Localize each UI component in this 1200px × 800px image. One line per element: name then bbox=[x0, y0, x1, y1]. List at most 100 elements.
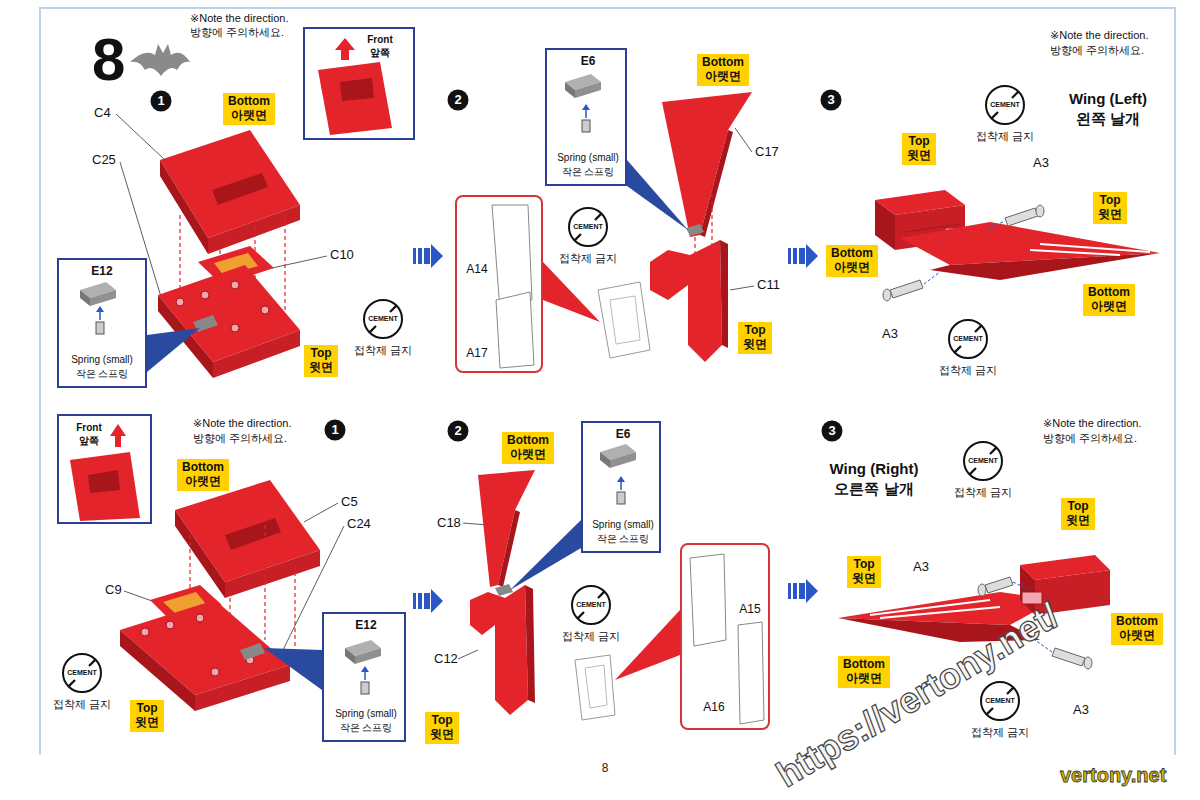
part-c17-c11 bbox=[543, 262, 600, 322]
right-wing bbox=[880, 607, 1000, 618]
face-tag: Bottom아랫면 bbox=[826, 245, 878, 277]
no-cement-symbol: CEMENT접착제 금지 bbox=[44, 652, 120, 716]
part-c5-c24 bbox=[141, 628, 149, 636]
no-cement-slash bbox=[1007, 688, 1013, 694]
direction-note: 방향에 주의하세요. bbox=[1050, 44, 1144, 57]
detail-inset: E12Spring (small)작은 스프링 bbox=[57, 258, 147, 388]
part-caption: 앞쪽 bbox=[79, 435, 99, 447]
part-c4-c25 bbox=[208, 205, 300, 254]
part-number: Front bbox=[76, 422, 102, 434]
part-number: A3 bbox=[1033, 156, 1049, 171]
face-label: Bottom bbox=[831, 247, 873, 261]
detail-inset: Front앞쪽 bbox=[303, 27, 415, 140]
cement-warning: 접착제 금지 bbox=[954, 486, 1012, 499]
substep-number: 3 bbox=[828, 423, 835, 439]
front-inset-part bbox=[110, 424, 126, 447]
part-number: A3 bbox=[1073, 703, 1089, 718]
no-cement-slash bbox=[987, 708, 993, 714]
no-cement-symbol: CEMENT접착제 금지 bbox=[967, 84, 1043, 148]
step-number: 8 bbox=[92, 30, 125, 90]
part-c4-c25 bbox=[201, 291, 209, 299]
part-c17-c11 bbox=[700, 130, 733, 237]
cement-word: CEMENT bbox=[985, 697, 1015, 705]
part-caption: 작은 스프링 bbox=[76, 368, 129, 380]
face-label: Top bbox=[430, 714, 454, 728]
part-number: C11 bbox=[757, 278, 780, 293]
part-c5-c24 bbox=[120, 630, 195, 711]
flow-arrow bbox=[431, 244, 443, 268]
front-inset-part bbox=[318, 62, 392, 135]
leader-line bbox=[272, 256, 327, 268]
spring-part bbox=[90, 290, 116, 306]
part-c4-c25 bbox=[176, 281, 269, 332]
part-number: A3 bbox=[913, 560, 929, 575]
face-label: Bottom bbox=[182, 461, 224, 475]
spring-part bbox=[582, 120, 590, 132]
part-c17-c11 bbox=[496, 292, 534, 368]
flow-arrow bbox=[418, 248, 422, 264]
cement-word: CEMENT bbox=[990, 101, 1020, 109]
direction-note: 방향에 주의하세요. bbox=[190, 26, 284, 39]
wing-title: Wing (Right) bbox=[830, 460, 919, 477]
part-number: A14 bbox=[466, 263, 487, 277]
part-number: C18 bbox=[437, 516, 461, 531]
part-c5-c24 bbox=[211, 668, 219, 676]
part-number: C24 bbox=[347, 517, 371, 532]
no-cement-circle bbox=[964, 442, 1002, 480]
face-tag: Bottom아랫면 bbox=[502, 432, 554, 464]
left-wing bbox=[875, 200, 895, 250]
face-tag: Top윗면 bbox=[738, 322, 772, 354]
face-tag: Top윗면 bbox=[304, 345, 338, 377]
step-badge bbox=[325, 420, 346, 441]
part-c5-c24 bbox=[240, 643, 265, 660]
part-number: E6 bbox=[616, 428, 631, 442]
front-inset-part bbox=[335, 38, 355, 60]
part-c18-c12 bbox=[585, 665, 607, 708]
direction-note: ※Note the direction. bbox=[190, 12, 289, 25]
part-c4-c25 bbox=[261, 306, 269, 314]
detail-inset: E6Spring (small)작은 스프링 bbox=[581, 421, 661, 553]
bat-emblem bbox=[130, 44, 190, 76]
cement-warning: 접착제 금지 bbox=[971, 726, 1029, 739]
leader-line bbox=[116, 114, 754, 659]
face-label: 아랫면 bbox=[843, 672, 885, 686]
no-cement-slash bbox=[69, 680, 75, 686]
part-c17-c11 bbox=[610, 296, 640, 344]
part-c18-c12 bbox=[510, 520, 581, 590]
face-label: 아랫면 bbox=[1088, 300, 1130, 314]
face-label: 아랫면 bbox=[1116, 629, 1158, 643]
face-label: Bottom bbox=[1116, 615, 1158, 629]
direction-note: ※Note the direction. bbox=[193, 417, 292, 430]
cement-word: CEMENT bbox=[368, 315, 398, 323]
part-number: A3 bbox=[882, 327, 898, 342]
spring-part bbox=[617, 476, 625, 482]
face-label: Bottom bbox=[843, 658, 885, 672]
part-c18-c12 bbox=[498, 510, 520, 587]
part-c17-c11 bbox=[720, 240, 728, 348]
part-caption: 작은 스프링 bbox=[340, 722, 393, 734]
leader-line bbox=[735, 128, 752, 152]
part-number: A17 bbox=[466, 347, 487, 361]
leader-line bbox=[458, 650, 478, 659]
part-c4-c25 bbox=[231, 324, 239, 332]
substep-number: 1 bbox=[331, 422, 338, 438]
detail-inset: E12Spring (small)작은 스프링 bbox=[322, 612, 406, 742]
watermark: https://vertony.net/ bbox=[771, 597, 1065, 793]
no-cement-slash bbox=[970, 468, 976, 474]
right-wing bbox=[1052, 648, 1085, 666]
spring-part bbox=[355, 648, 381, 664]
spring-part bbox=[582, 104, 590, 110]
face-label: Bottom bbox=[702, 56, 744, 70]
flow-arrow bbox=[793, 248, 797, 264]
part-c5-c24 bbox=[264, 648, 322, 690]
part-c17-c11 bbox=[662, 92, 752, 237]
leader-line bbox=[116, 114, 165, 160]
left-wing bbox=[1036, 205, 1044, 217]
left-wing bbox=[890, 280, 923, 298]
part-caption: Spring (small) bbox=[557, 152, 619, 164]
face-label: Top bbox=[309, 347, 333, 361]
part-c4-c25 bbox=[231, 281, 239, 289]
spring-part bbox=[600, 452, 610, 468]
